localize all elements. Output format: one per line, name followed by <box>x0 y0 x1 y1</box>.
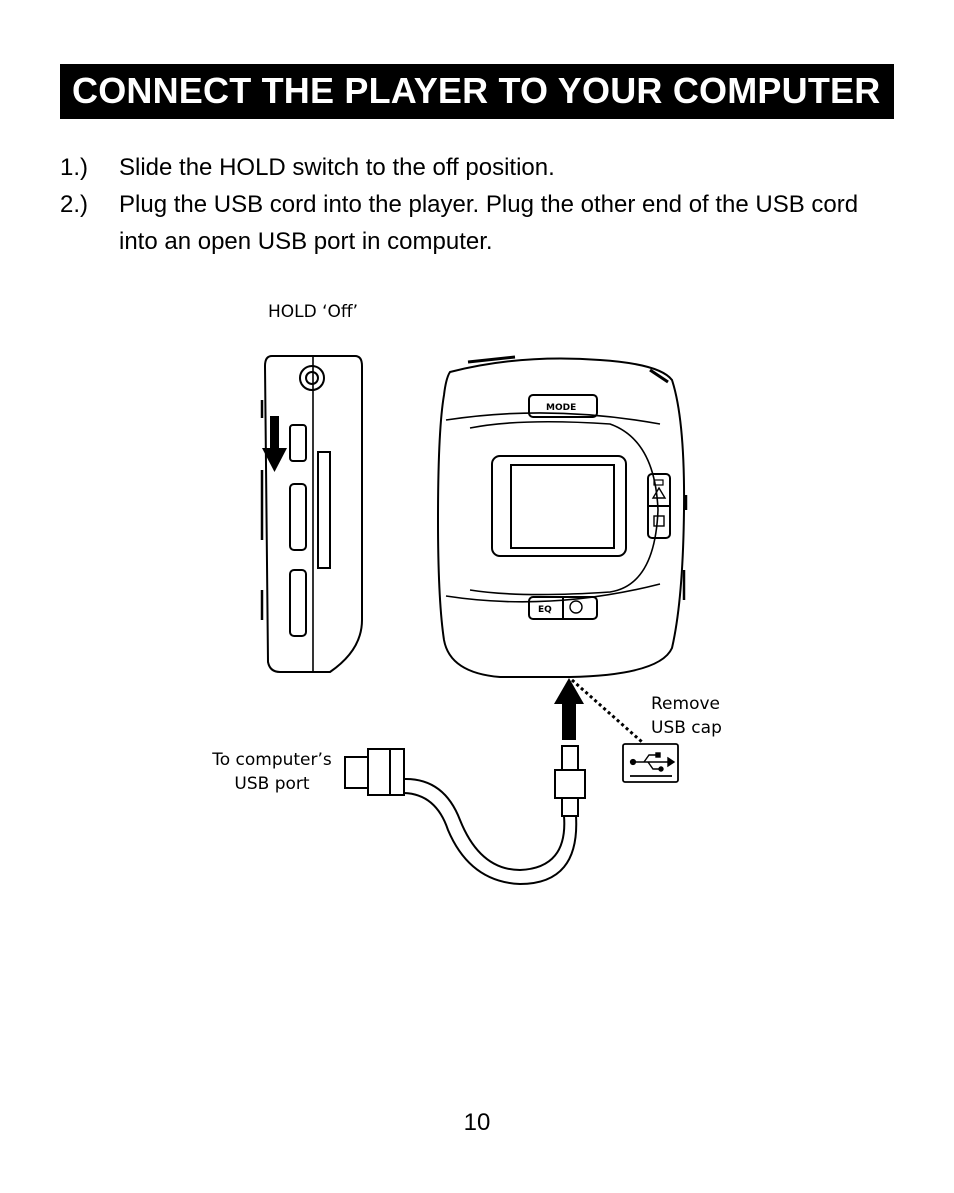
hold-off-label: HOLD ‘Off’ <box>268 302 358 322</box>
usb-cable <box>344 745 586 886</box>
computer-port-label-line2: USB port <box>234 774 309 794</box>
usb-insert-up-arrow <box>554 678 584 740</box>
hold-switch-down-arrow <box>262 416 287 472</box>
player-side-view <box>260 355 363 673</box>
page-title-bar: CONNECT THE PLAYER TO YOUR COMPUTER <box>60 64 894 119</box>
remove-cap-label-line1: Remove <box>651 694 720 714</box>
step-1-text: Slide the HOLD switch to the off positio… <box>119 154 555 181</box>
page-title: CONNECT THE PLAYER TO YOUR COMPUTER <box>72 70 881 111</box>
usb-cap-dotted-line <box>571 678 643 744</box>
mode-button-label: MODE <box>546 403 576 413</box>
computer-port-label-line1: To computer’s <box>211 750 332 770</box>
page-number: 10 <box>463 1109 491 1136</box>
step-1-number: 1.) <box>60 154 89 181</box>
step-2-number: 2.) <box>60 191 89 218</box>
usb-icon <box>629 752 676 772</box>
eq-button-label: EQ <box>538 605 552 615</box>
step-2-text: Plug the USB cord into the player. Plug … <box>119 191 859 255</box>
usb-cap <box>622 743 679 783</box>
remove-cap-label-line2: USB cap <box>651 718 722 738</box>
player-front-view <box>436 355 688 678</box>
